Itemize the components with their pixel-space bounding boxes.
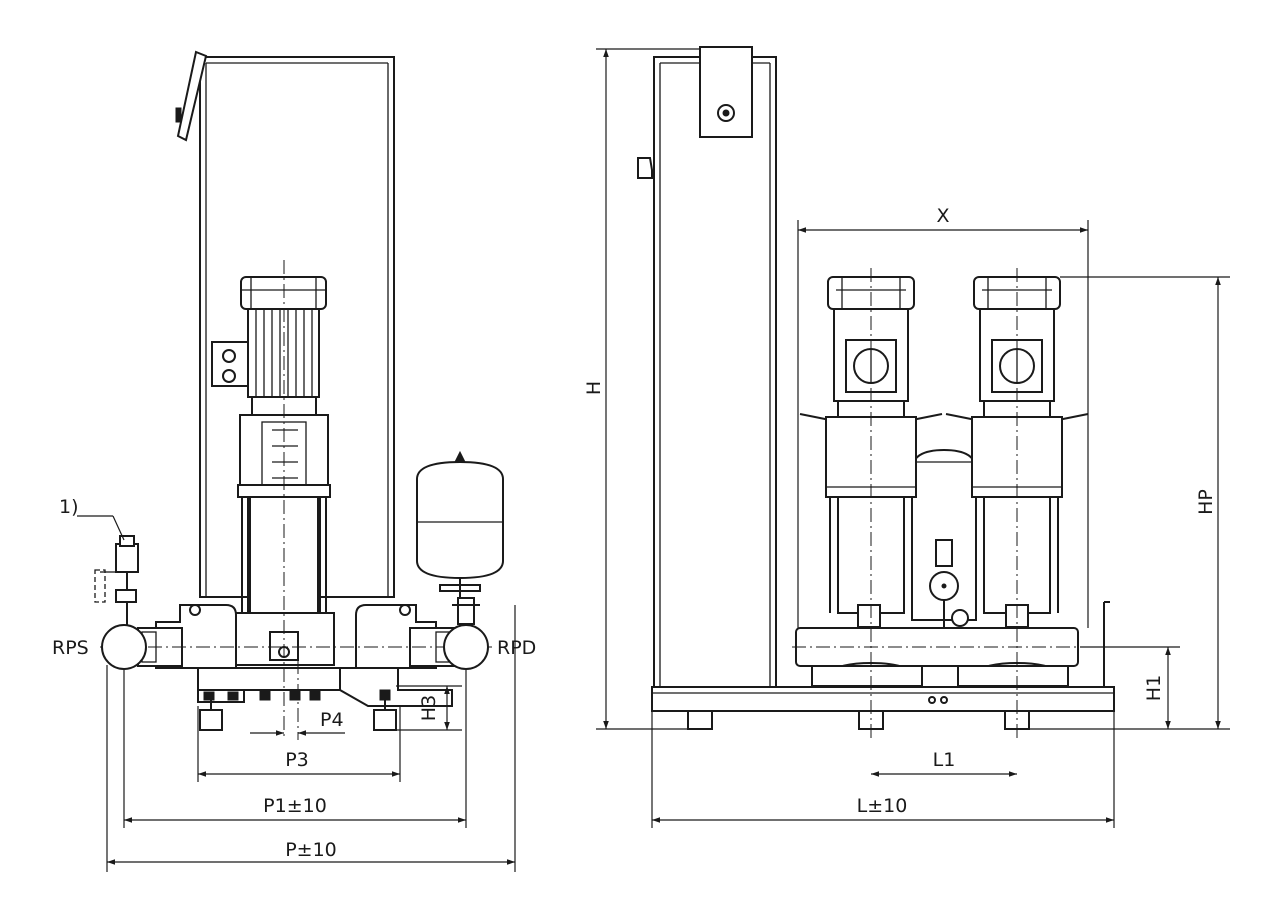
dim-l1-label: L1 — [933, 749, 956, 771]
manifold-front — [792, 601, 1180, 688]
dim-p-label: P±10 — [285, 839, 337, 861]
pressure-gauge-front — [929, 539, 969, 630]
dim-h-label: H — [583, 381, 605, 395]
dim-hp-label: HP — [1195, 489, 1217, 515]
side-view: 1) RPS RPD P±10 P1±10 P3 P4 H3 — [52, 50, 536, 872]
dimension-lines-side — [77, 515, 516, 872]
control-cabinet-front — [637, 46, 777, 688]
pump-1-front — [799, 276, 943, 628]
note-label: 1) — [59, 496, 79, 518]
dim-h3-label: H3 — [418, 695, 440, 721]
base-frame-front — [651, 686, 1115, 730]
dim-p3-label: P3 — [285, 749, 309, 771]
dim-p4-label: P4 — [320, 709, 344, 731]
port-rps — [101, 624, 147, 670]
port-rpd — [443, 597, 489, 670]
dim-p1-label: P1±10 — [263, 795, 327, 817]
pressure-vessel-side — [415, 450, 505, 600]
dimension-lines-front — [596, 48, 1230, 828]
dim-l-label: L±10 — [857, 795, 908, 817]
dim-h1-label: H1 — [1143, 675, 1165, 701]
rps-label: RPS — [52, 637, 89, 659]
rpd-label: RPD — [497, 637, 536, 659]
pressure-switch-item-1 — [94, 535, 139, 625]
front-view: H HP H1 X L1 L±10 — [583, 46, 1230, 828]
dim-x-label: X — [936, 205, 949, 227]
